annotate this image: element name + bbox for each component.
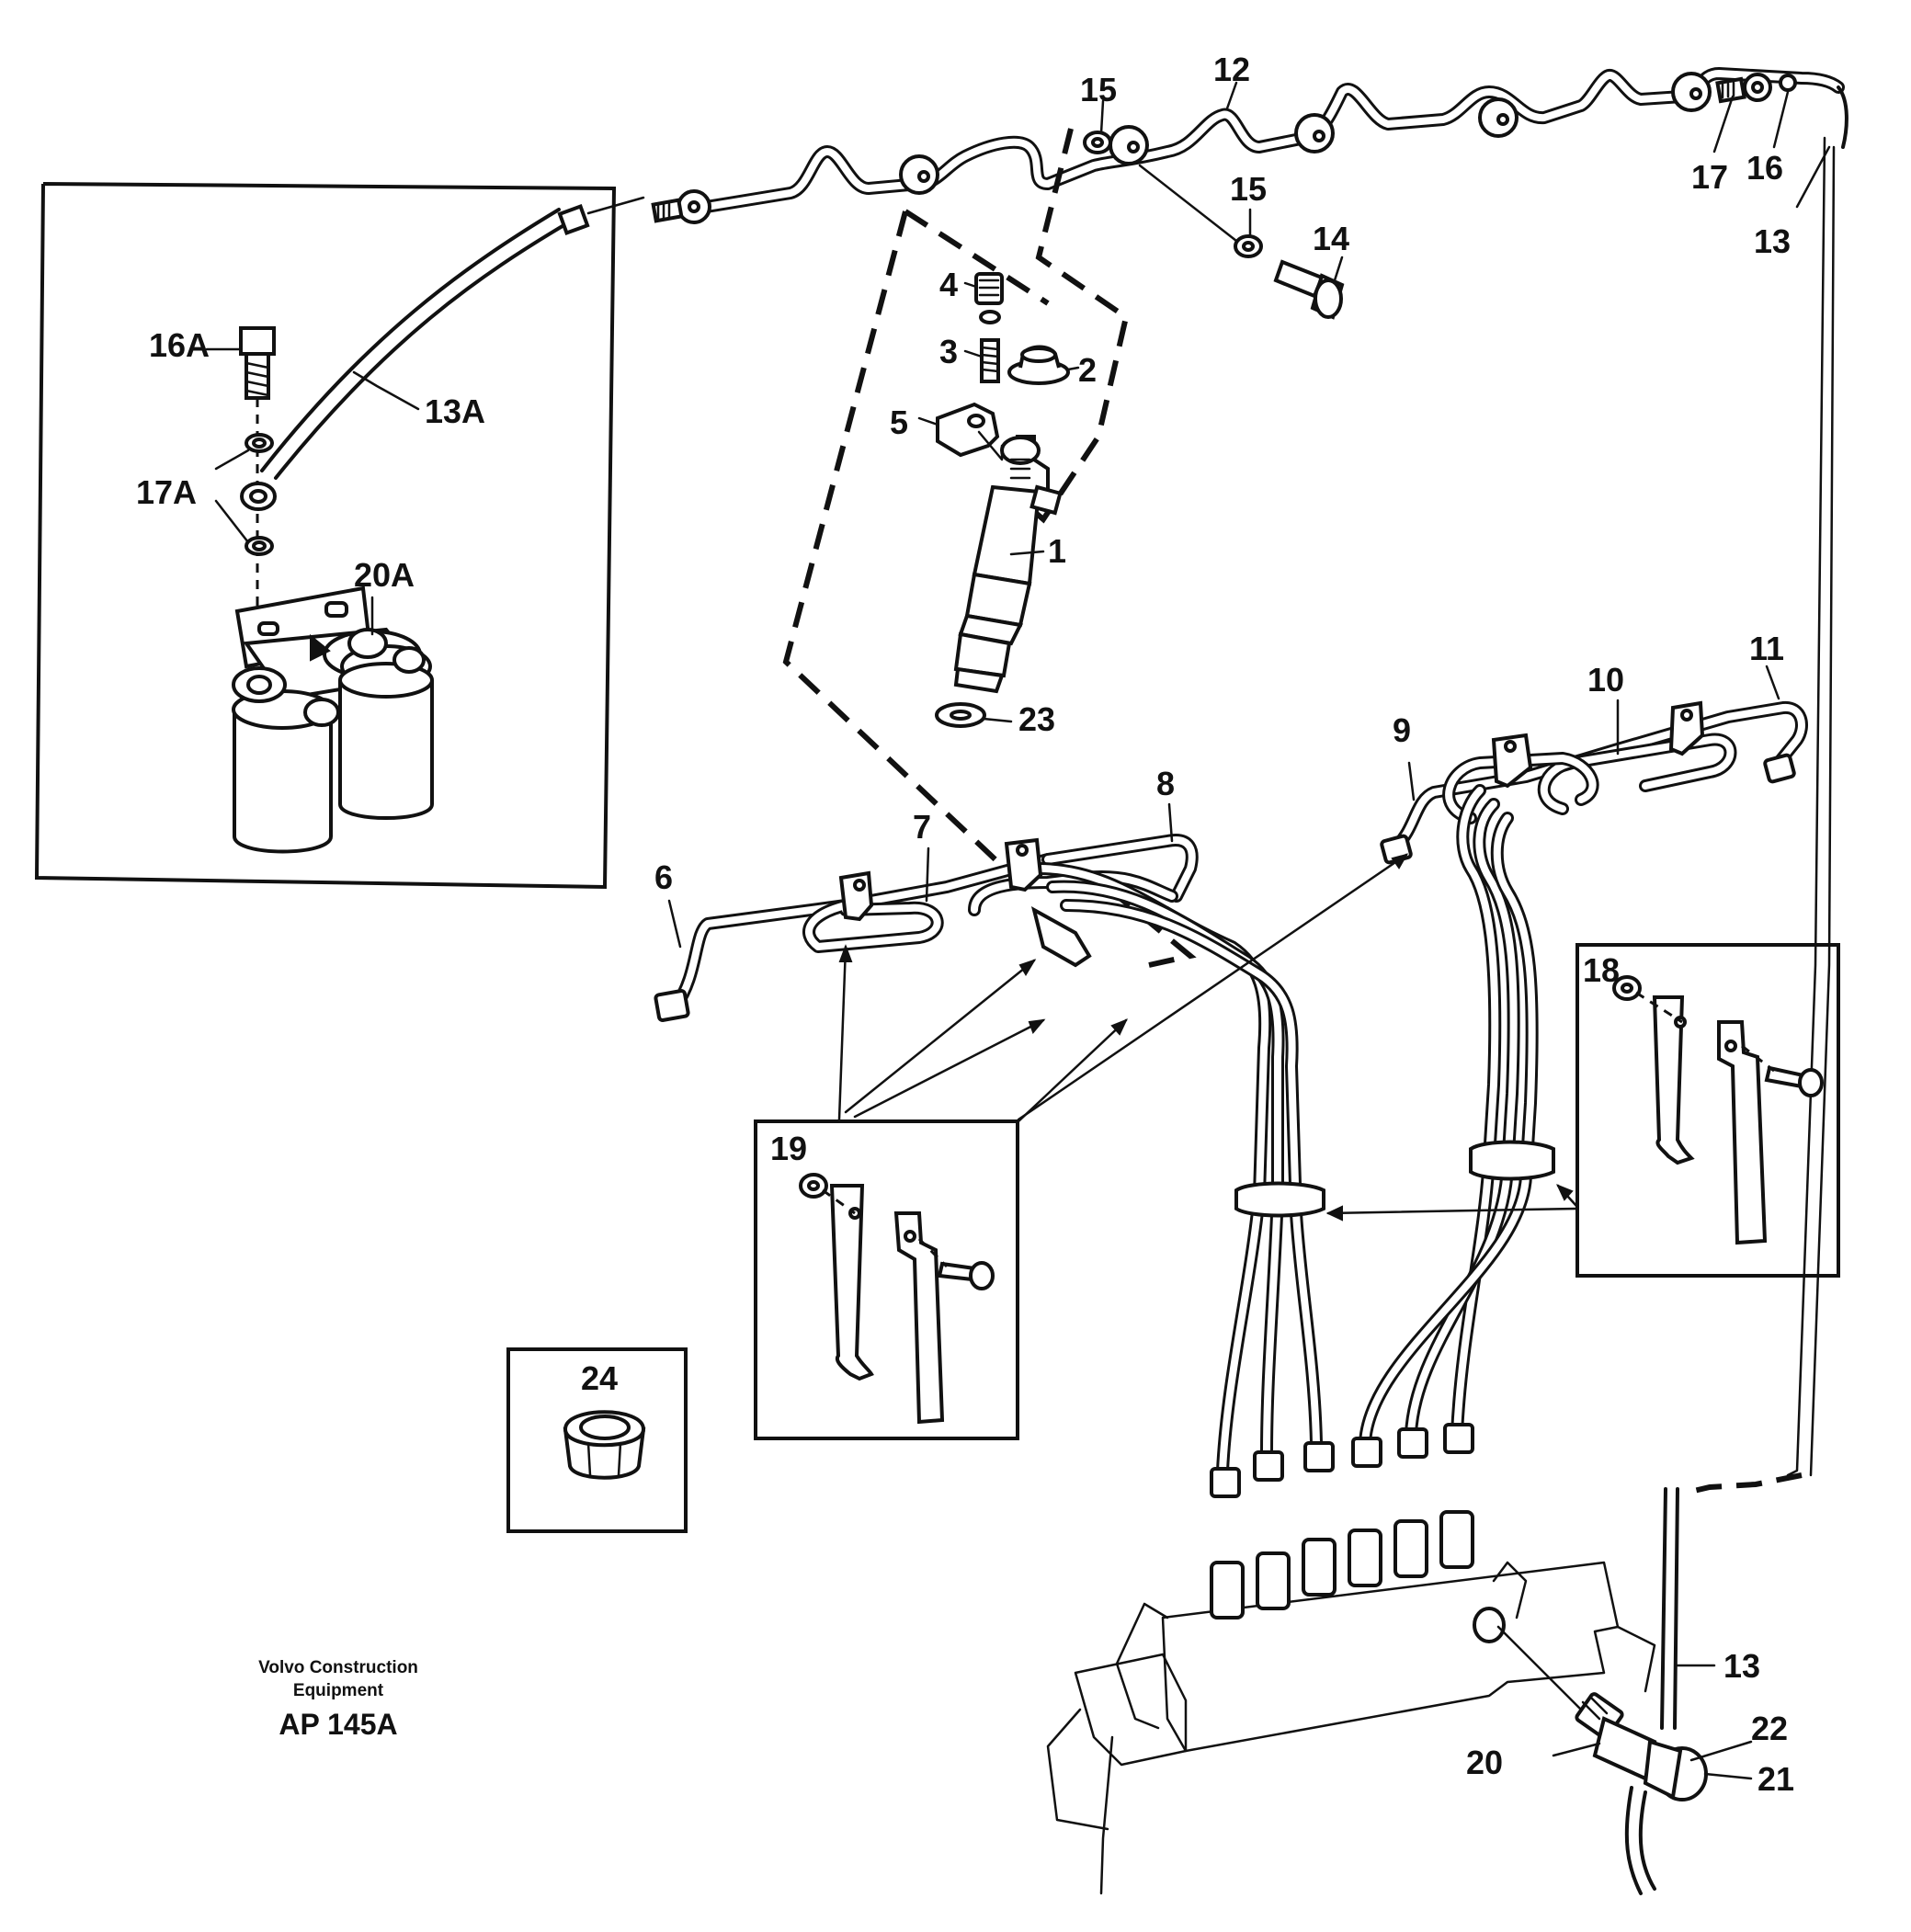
banjo-bolt-14 bbox=[1273, 259, 1345, 320]
label-17: 17 bbox=[1691, 158, 1728, 196]
injection-pump bbox=[1046, 1510, 1656, 1895]
callout-labels: 1 2 3 4 5 6 7 8 9 10 11 12 13 13 13A 14 … bbox=[136, 51, 1794, 1798]
label-16: 16 bbox=[1746, 149, 1783, 187]
label-17a: 17A bbox=[136, 473, 197, 511]
label-10: 10 bbox=[1587, 661, 1624, 699]
fuel-filter-20a bbox=[232, 585, 434, 854]
washer-4 bbox=[979, 310, 1001, 324]
label-5: 5 bbox=[890, 403, 908, 441]
bolt-19 bbox=[937, 1261, 995, 1290]
nut-4 bbox=[974, 272, 1004, 305]
label-2: 2 bbox=[1078, 351, 1097, 389]
nut-18 bbox=[1612, 975, 1642, 1001]
label-7: 7 bbox=[913, 808, 931, 846]
label-11: 11 bbox=[1749, 630, 1784, 667]
pressure-pipes-rear bbox=[1351, 700, 1808, 1468]
label-13-bottom: 13 bbox=[1723, 1647, 1760, 1685]
label-8: 8 bbox=[1156, 765, 1175, 802]
label-9: 9 bbox=[1393, 711, 1411, 749]
company-name-line2: Equipment bbox=[293, 1681, 384, 1700]
label-12: 12 bbox=[1213, 51, 1250, 88]
footer: Volvo Construction Equipment AP 145A bbox=[258, 1658, 418, 1741]
label-19: 19 bbox=[770, 1130, 807, 1167]
label-24: 24 bbox=[581, 1359, 618, 1397]
label-15-right: 15 bbox=[1230, 170, 1267, 208]
nut-24 bbox=[563, 1410, 646, 1480]
seal-2 bbox=[1007, 345, 1070, 385]
nut-19 bbox=[799, 1173, 828, 1199]
bolt-18 bbox=[1764, 1065, 1824, 1097]
stud-3 bbox=[980, 338, 1000, 383]
bracket-inset-19 bbox=[754, 1119, 1019, 1440]
label-3: 3 bbox=[939, 333, 958, 370]
label-14: 14 bbox=[1313, 220, 1349, 257]
injector-1 bbox=[953, 435, 1063, 694]
label-20: 20 bbox=[1466, 1744, 1503, 1781]
label-13-top: 13 bbox=[1754, 222, 1791, 260]
pressure-pipes-front bbox=[654, 834, 1335, 1498]
banjo-fitting-20 bbox=[1496, 1625, 1708, 1895]
injector-detail bbox=[782, 128, 1197, 968]
banjo-bolt-16a bbox=[239, 326, 276, 400]
label-22: 22 bbox=[1751, 1710, 1788, 1747]
label-1: 1 bbox=[1048, 532, 1066, 570]
leader-lines bbox=[205, 81, 1831, 1780]
clamp-5 bbox=[936, 402, 1004, 461]
washer-16 bbox=[1779, 74, 1797, 92]
nut-inset-24 bbox=[506, 1347, 688, 1533]
label-16a: 16A bbox=[149, 326, 210, 364]
label-23: 23 bbox=[1018, 700, 1055, 738]
fuel-filter-inset bbox=[34, 182, 645, 890]
drawing-code: AP 145A bbox=[279, 1708, 397, 1741]
company-name-line1: Volvo Construction bbox=[258, 1658, 418, 1677]
label-6: 6 bbox=[654, 858, 673, 896]
label-20a: 20A bbox=[354, 556, 415, 594]
bracket-inset-18 bbox=[1575, 943, 1840, 1278]
delivery-valves bbox=[1210, 1510, 1474, 1619]
label-18: 18 bbox=[1583, 951, 1620, 989]
label-21: 21 bbox=[1757, 1760, 1794, 1798]
leak-off-pipe-12 bbox=[651, 67, 1848, 1730]
label-4: 4 bbox=[939, 266, 958, 303]
label-13a: 13A bbox=[425, 392, 485, 430]
label-15-left: 15 bbox=[1080, 71, 1117, 108]
